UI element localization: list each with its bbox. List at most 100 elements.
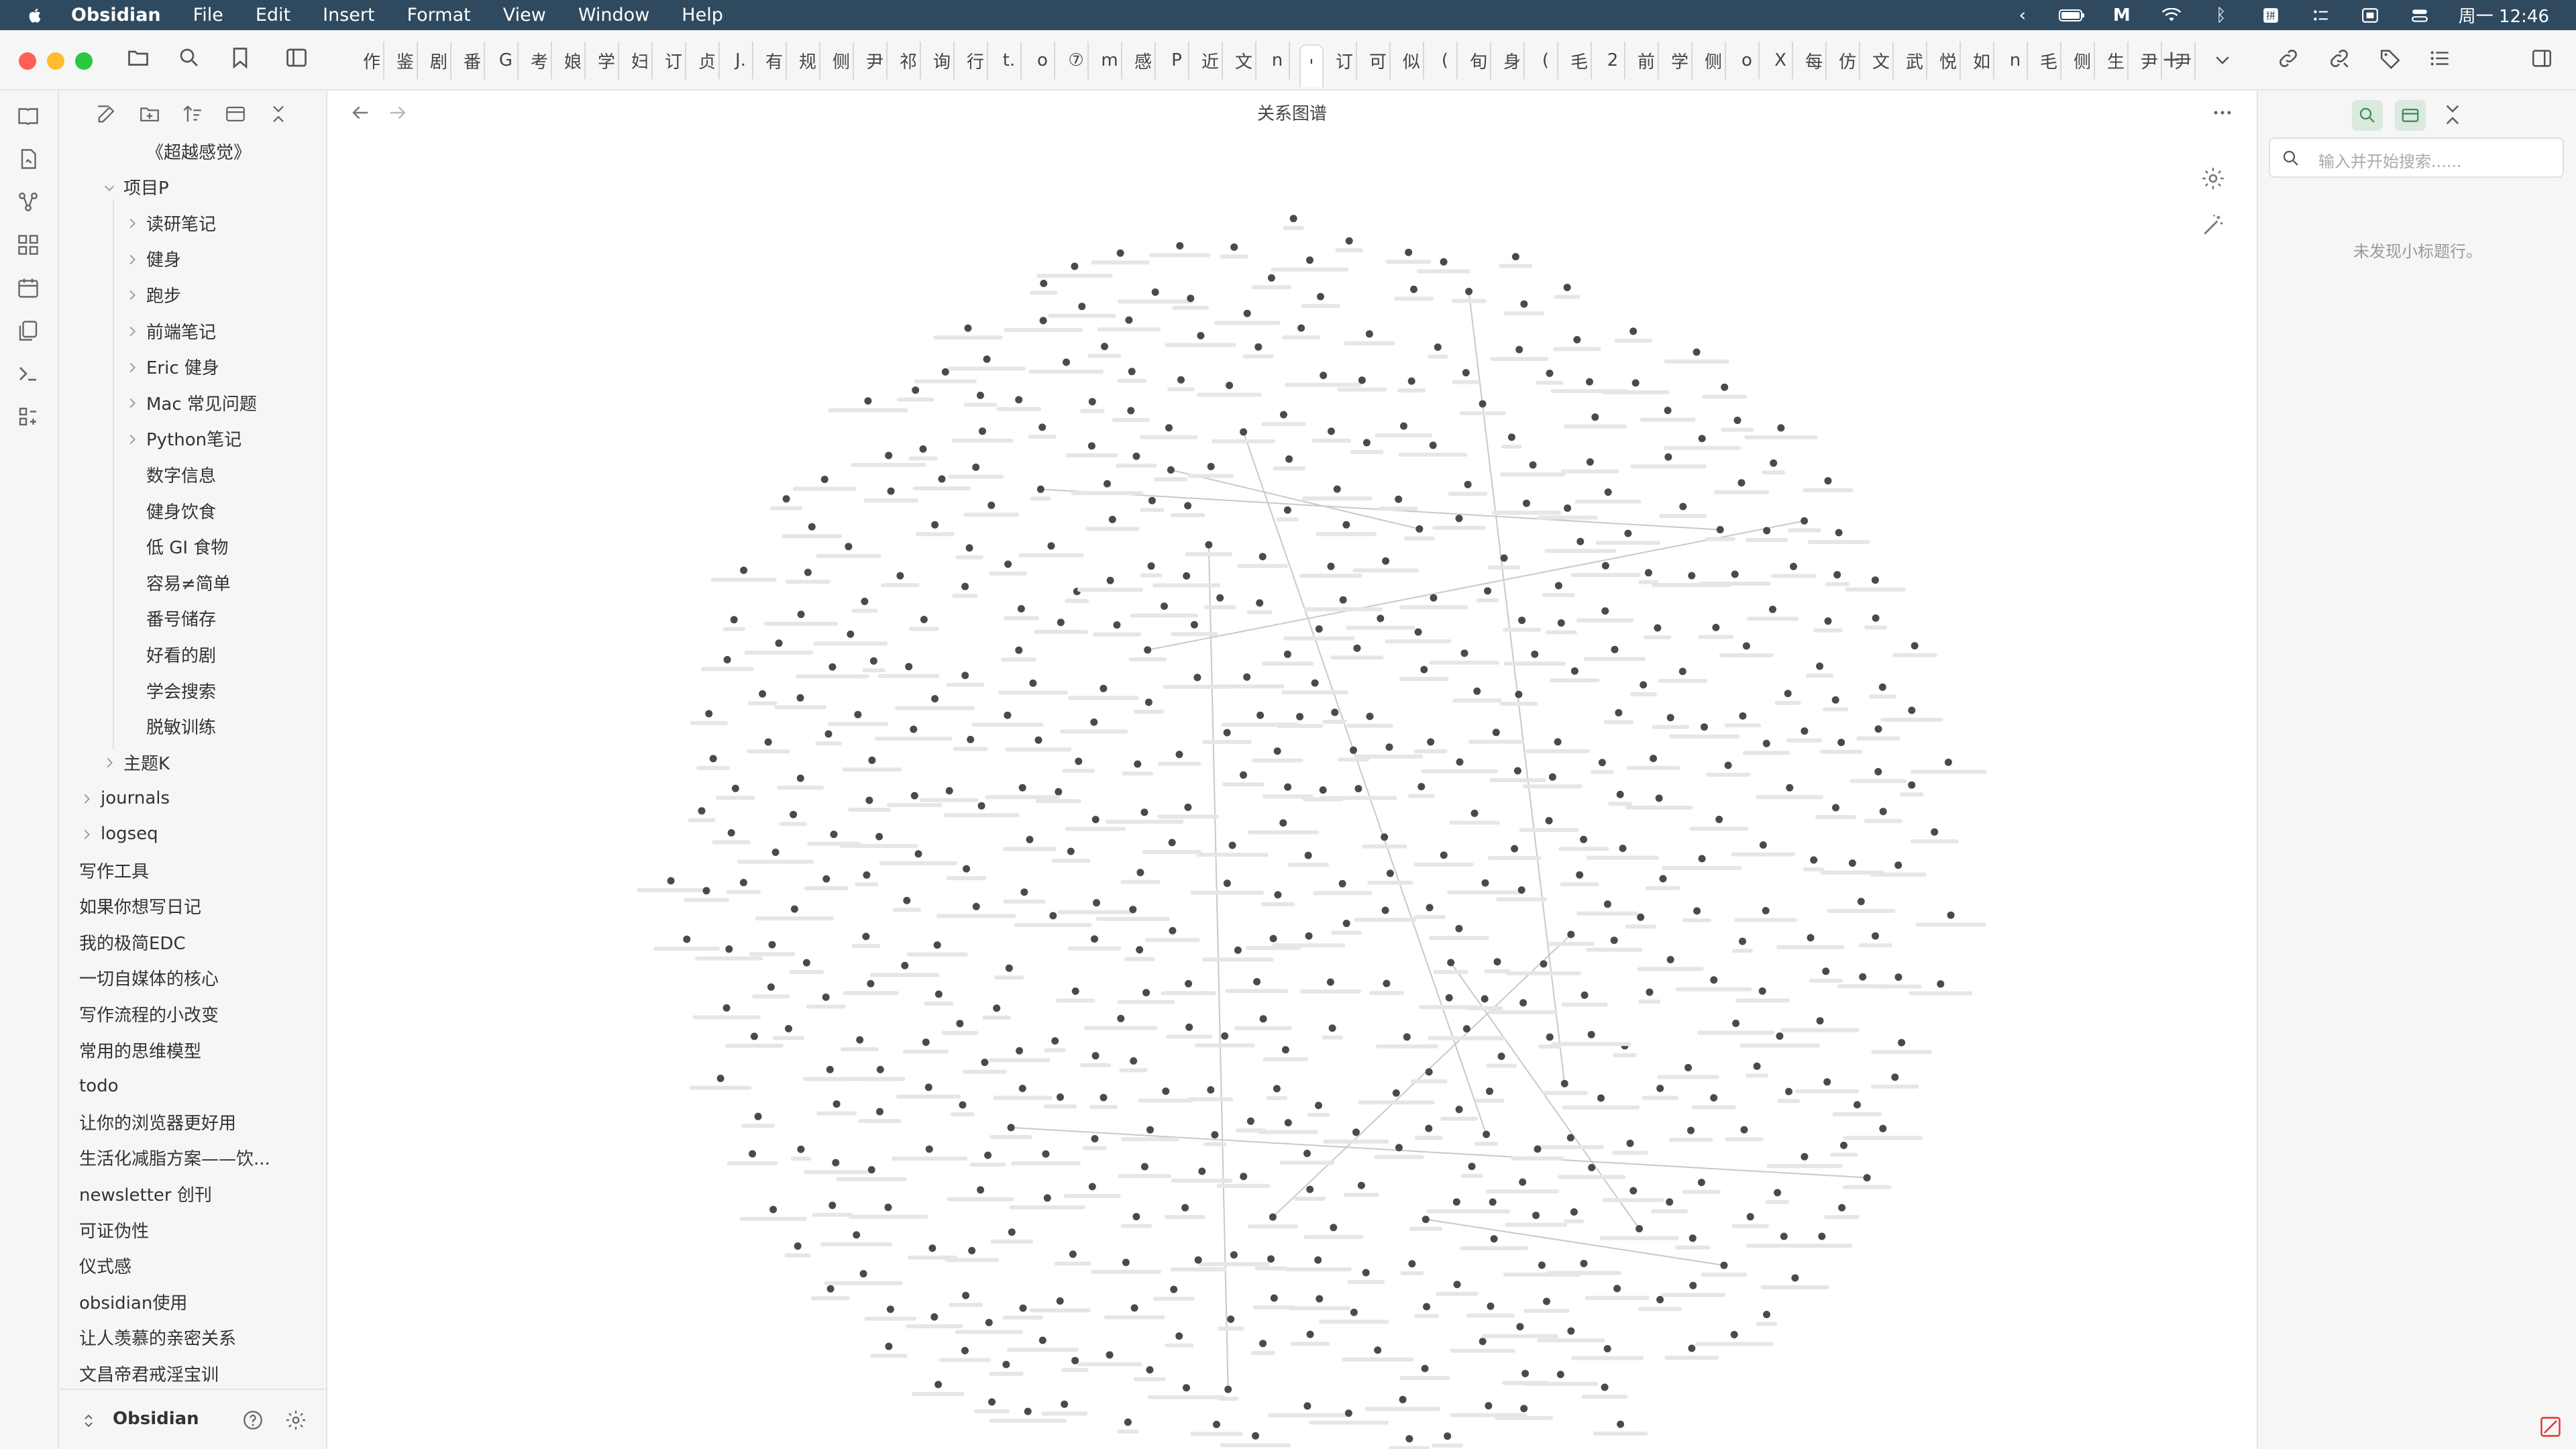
graph-node[interactable]: [1230, 243, 1238, 251]
graph-node[interactable]: [1586, 458, 1594, 466]
graph-node[interactable]: [1296, 712, 1304, 720]
graph-node[interactable]: [1330, 1224, 1338, 1232]
graph-node[interactable]: [1688, 572, 1696, 580]
graph-node[interactable]: [1306, 1185, 1314, 1193]
tab-46[interactable]: 武: [1903, 42, 1927, 79]
graph-node[interactable]: [1790, 563, 1797, 570]
graph-node[interactable]: [1091, 1135, 1099, 1142]
menu-edit[interactable]: Edit: [255, 5, 291, 25]
graph-node[interactable]: [1557, 619, 1565, 627]
graph-node[interactable]: [804, 568, 812, 576]
graph-node[interactable]: [1344, 1409, 1352, 1417]
graph-node[interactable]: [934, 1381, 943, 1389]
graph-node[interactable]: [796, 694, 804, 702]
graph-node[interactable]: [1093, 899, 1100, 907]
graph-node[interactable]: [782, 495, 790, 503]
graph-node[interactable]: [1693, 348, 1701, 356]
broken-sync-icon[interactable]: [2538, 1415, 2563, 1439]
graph-node[interactable]: [1462, 369, 1470, 377]
graph-node[interactable]: [956, 1020, 964, 1028]
graph-node[interactable]: [1193, 674, 1201, 682]
outline-search-box[interactable]: 输入并开始搜索......: [2269, 138, 2564, 178]
graph-node[interactable]: [1511, 253, 1519, 261]
graph-node[interactable]: [1854, 1101, 1861, 1109]
graph-node[interactable]: [730, 616, 738, 624]
graph-node[interactable]: [1377, 614, 1385, 623]
graph-node[interactable]: [964, 324, 972, 332]
graph-node[interactable]: [1124, 1418, 1132, 1426]
tree-item[interactable]: newsletter 创刊: [79, 1180, 212, 1207]
graph-node[interactable]: [1395, 495, 1403, 503]
graph-node[interactable]: [1274, 891, 1282, 899]
graph-node[interactable]: [1228, 841, 1236, 849]
tab-23[interactable]: 感: [1132, 42, 1156, 79]
graph-node[interactable]: [1328, 1024, 1336, 1032]
graph-node[interactable]: [1269, 934, 1277, 943]
graph-node[interactable]: [931, 521, 939, 529]
graph-node[interactable]: [885, 451, 893, 460]
graph-node[interactable]: [1281, 1046, 1289, 1054]
graph-node[interactable]: [1626, 1139, 1634, 1147]
graph-node[interactable]: [1732, 1020, 1740, 1027]
graph-node[interactable]: [797, 1145, 805, 1153]
graph-node[interactable]: [1365, 330, 1373, 338]
battery-icon[interactable]: [2058, 5, 2086, 25]
graph-node[interactable]: [723, 655, 731, 663]
graph-node[interactable]: [1455, 515, 1463, 523]
graph-node[interactable]: [1486, 1087, 1493, 1095]
graph-node[interactable]: [1603, 900, 1611, 908]
graph-node[interactable]: [1545, 816, 1553, 824]
graph-node[interactable]: [1520, 300, 1528, 308]
graph-node[interactable]: [867, 979, 875, 987]
graph-node[interactable]: [722, 1004, 731, 1012]
minimize-window-button[interactable]: [47, 52, 64, 70]
graph-node[interactable]: [1470, 809, 1479, 817]
graph-node[interactable]: [1481, 879, 1489, 887]
more-options-icon[interactable]: [2211, 101, 2234, 124]
graph-node[interactable]: [1071, 262, 1079, 270]
graph-node[interactable]: [1688, 1234, 1697, 1242]
tab-13[interactable]: 规: [796, 42, 820, 79]
graph-node[interactable]: [1746, 1213, 1754, 1221]
graph-node[interactable]: [1837, 739, 1845, 747]
tab-54[interactable]: 尹: [2171, 42, 2196, 79]
graph-node[interactable]: [869, 657, 877, 665]
graph-node[interactable]: [820, 476, 828, 484]
graph-node[interactable]: [1698, 435, 1706, 443]
graph-node[interactable]: [1863, 1174, 1871, 1182]
graph-node[interactable]: [864, 397, 872, 405]
tree-item[interactable]: 常用的思维模型: [79, 1036, 201, 1063]
search-icon[interactable]: [177, 46, 201, 70]
graph-node[interactable]: [1462, 1025, 1470, 1033]
tree-item[interactable]: 番号储存: [125, 605, 216, 632]
graph-node[interactable]: [1207, 463, 1215, 470]
graph-node[interactable]: [1515, 690, 1523, 698]
graph-node[interactable]: [965, 544, 973, 552]
graph-node[interactable]: [1099, 684, 1108, 692]
tree-item[interactable]: 生活化减脂方案——饮...: [79, 1144, 270, 1171]
command-palette-icon[interactable]: [16, 362, 40, 386]
graph-node[interactable]: [1576, 537, 1585, 545]
tab-42[interactable]: X: [1769, 42, 1793, 79]
graph-node[interactable]: [1417, 783, 1426, 791]
open-quick-switcher-icon[interactable]: [16, 104, 40, 128]
graph-node[interactable]: [962, 1291, 970, 1299]
graph-node[interactable]: [1770, 459, 1778, 467]
graph-node[interactable]: [1440, 851, 1448, 859]
graph-node[interactable]: [1666, 714, 1674, 722]
chevron-down-icon[interactable]: [102, 180, 117, 195]
graph-node[interactable]: [1573, 335, 1581, 343]
graph-node[interactable]: [775, 639, 783, 647]
graph-node[interactable]: [1034, 736, 1042, 744]
outline-layout-icon[interactable]: [2395, 100, 2426, 131]
tab-9[interactable]: 订: [662, 42, 686, 79]
graph-node[interactable]: [794, 1242, 802, 1250]
graph-node[interactable]: [1127, 407, 1135, 415]
tab-39[interactable]: 学: [1668, 42, 1693, 79]
tree-item[interactable]: 我的极简EDC: [79, 928, 186, 955]
graph-node[interactable]: [725, 945, 733, 953]
graph-node[interactable]: [1366, 712, 1374, 720]
graph-node[interactable]: [1240, 1173, 1248, 1181]
tab-3[interactable]: 番: [461, 42, 485, 79]
graph-node[interactable]: [1560, 1079, 1568, 1087]
